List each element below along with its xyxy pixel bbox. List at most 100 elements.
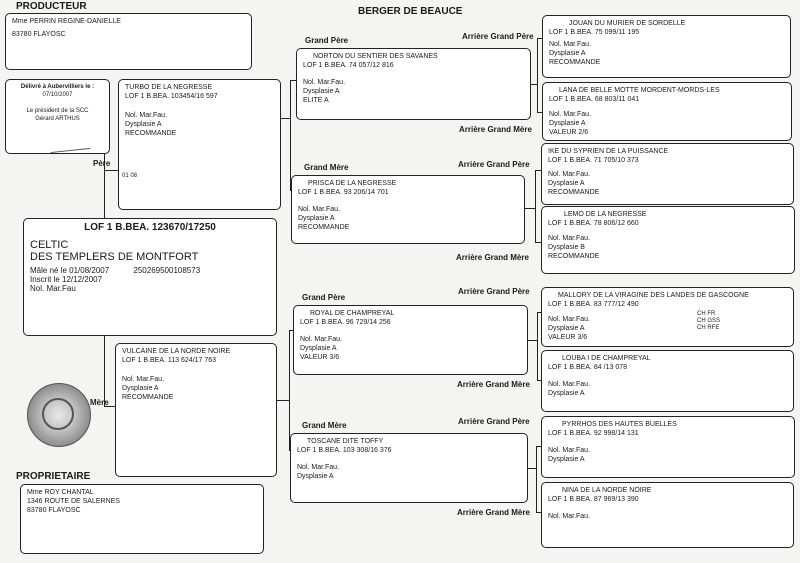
owner-name: Mme ROY CHANTAL — [27, 489, 94, 496]
ggp3-label: Arrière Grand Père — [458, 287, 530, 296]
page-title: BERGER DE BEAUCE — [358, 6, 463, 17]
gp-maternal-registration: LOF 1 B.BEA. 96 729/14 256 — [300, 319, 391, 326]
line-mother-tick — [104, 406, 116, 407]
ggp3-title1: CH FR — [697, 311, 716, 317]
ggm2-tests: Nol. Mar.Fau. — [548, 235, 591, 242]
ggm2-hips: Dysplasie B — [548, 244, 585, 251]
producer-name: Mme PERRIN REGINE-DANIELLE — [12, 18, 121, 25]
line-gm2-out — [528, 468, 536, 469]
gm-paternal-registration: LOF 1 B.BEA. 93 206/14 701 — [298, 189, 389, 196]
father-note: 01 08 — [122, 173, 138, 179]
line-father-split — [290, 80, 291, 190]
ggm1-registration: LOF 1 B.BEA. 68 803/11 041 — [549, 96, 640, 103]
line-mother-out — [277, 400, 289, 401]
line-gp1 — [290, 80, 296, 81]
ggm4-registration: LOF 1 B.BEA. 87 969/13 390 — [548, 496, 639, 503]
gp-paternal-tests: Nol. Mar.Fau. — [303, 79, 346, 86]
gp-maternal-hips: Dysplasie A — [300, 345, 337, 352]
gp-paternal-registration: LOF 1 B.BEA. 74 057/12 816 — [303, 62, 394, 69]
ggm1-tests: Nol. Mar.Fau. — [549, 111, 592, 118]
gm-maternal-name: TOSCANE DITE TOFFY — [307, 438, 384, 445]
ggp4-hips: Dysplasie A — [548, 456, 585, 463]
dog-chip: 250269500108573 — [133, 266, 201, 275]
ggm3-hips: Dysplasie A — [548, 390, 585, 397]
certificate-box: Délivré à Aubervilliers le : 07/10/2007 … — [5, 79, 110, 154]
mother-registration: LOF 1 B.BEA. 113 624/17 763 — [122, 357, 217, 364]
certificate-date: 07/10/2007 — [42, 92, 73, 98]
gp-maternal-name: ROYAL DE CHAMPREYAL — [310, 310, 395, 317]
ggp4-label: Arrière Grand Père — [458, 417, 530, 426]
gp1-label: Grand Père — [305, 36, 349, 45]
father-hips: Dysplasie A — [125, 121, 162, 128]
ggm3-box: LOUBA I DE CHAMPREYAL LOF 1 B.BEA. 84 /1… — [541, 350, 794, 412]
ggp1-name: JOUAN DU MURIER DE SORDELLE — [569, 20, 686, 27]
gp-paternal-hips: Dysplasie A — [303, 88, 340, 95]
club-seal-icon — [27, 383, 91, 447]
owner-address: 1346 ROUTE DE SALERNES — [27, 498, 120, 505]
dog-tests: Nol. Mar.Fau — [30, 284, 76, 293]
line-gm2-split — [536, 446, 537, 512]
ggp3-grade: VALEUR 3/6 — [548, 334, 588, 341]
gm-paternal-grade: RECOMMANDE — [298, 224, 350, 231]
father-label: Père — [93, 159, 111, 168]
owner-city: 83780 FLAYOSC — [27, 507, 81, 514]
producer-box: Mme PERRIN REGINE-DANIELLE 83780 FLAYOSC — [5, 13, 252, 70]
mother-name: VULCAINE DE LA NORDE NOIRE — [122, 348, 231, 355]
dog-name-line2: DES TEMPLERS DE MONTFORT — [30, 251, 199, 263]
line-ggp1 — [537, 38, 542, 39]
ggm2-name: LEMO DE LA NEGRESSE — [564, 211, 647, 218]
ggp2-registration: LOF 1 B.BEA. 71 705/10 373 — [548, 157, 639, 164]
ggp3-box: MALLORY DE LA VIRAGINE DES LANDES DE GAS… — [541, 287, 794, 347]
ggp4-box: PYRRHOS DES HAUTES BUELLES LOF 1 B.BEA. … — [541, 416, 795, 478]
ggp3-registration: LOF 1 B.BEA. 83 777/12 490 — [548, 301, 639, 308]
father-grade: RECOMMANDE — [125, 130, 177, 137]
dog-born: Mâle né le 01/08/2007 — [30, 266, 110, 275]
certificate-line2: Le président de la SCC — [26, 108, 89, 114]
line-mother-split — [289, 330, 290, 450]
producer-heading: PRODUCTEUR — [16, 1, 87, 12]
ggm1-hips: Dysplasie A — [549, 120, 586, 127]
ggp2-grade: RECOMMANDE — [548, 189, 600, 196]
certificate-line1: Délivré à Aubervilliers le : — [20, 84, 95, 90]
gp-maternal-grade: VALEUR 3/6 — [300, 354, 340, 361]
ggm4-name: NINA DE LA NORDE NOIRE — [562, 487, 652, 494]
ggp3-hips: Dysplasie A — [548, 325, 585, 332]
line-gm1-out — [525, 208, 535, 209]
ggm2-grade: RECOMMANDE — [548, 253, 600, 260]
line-gp2-out — [528, 340, 537, 341]
ggm1-name: LANA DE BELLE MOTTE MORDENT-MORDS-LES — [559, 87, 720, 94]
ggp4-name: PYRRHOS DES HAUTES BUELLES — [562, 421, 677, 428]
line-gp1-out — [531, 84, 537, 85]
ggm3-registration: LOF 1 B.BEA. 84 /13 078 — [548, 364, 627, 371]
mother-box: VULCAINE DE LA NORDE NOIRE LOF 1 B.BEA. … — [115, 343, 277, 477]
gp-maternal-tests: Nol. Mar.Fau. — [300, 336, 343, 343]
ggm3-label: Arrière Grand Mère — [457, 380, 530, 389]
ggp3-tests: Nol. Mar.Fau. — [548, 316, 591, 323]
ggp3-title2: CH GSS — [697, 318, 721, 324]
gp-paternal-grade: ELITE A — [303, 97, 329, 104]
gp-paternal-name: NORTON DU SENTIER DES SAVANES — [313, 53, 438, 60]
father-box: TURBO DE LA NEGRESSE LOF 1 B.BEA. 103454… — [118, 79, 281, 210]
gm-paternal-box: PRISCA DE LA NEGRESSE LOF 1 B.BEA. 93 20… — [291, 175, 525, 244]
producer-city: 83780 FLAYOSC — [12, 31, 66, 38]
line-gm1-split — [535, 170, 536, 242]
line-ggm3 — [537, 380, 541, 381]
ggp1-tests: Nol. Mar.Fau. — [549, 41, 592, 48]
certificate-signatory: Gérard ARTHUS — [35, 116, 80, 122]
father-tests: Nol. Mar.Fau. — [125, 112, 168, 119]
mother-label: Mère — [90, 398, 109, 407]
ggp1-grade: RECOMMANDE — [549, 59, 601, 66]
gp2-label: Grand Père — [302, 293, 346, 302]
dog-name-line1: CELTIC — [30, 239, 69, 251]
line-gp2-split — [537, 312, 538, 380]
line-ggp3 — [537, 312, 541, 313]
ggm1-box: LANA DE BELLE MOTTE MORDENT-MORDS-LES LO… — [542, 82, 792, 141]
gm-maternal-registration: LOF 1 B.BEA. 103 308/16 376 — [297, 447, 392, 454]
line-dog-father — [104, 154, 105, 218]
ggp4-registration: LOF 1 B.BEA. 92 998/14 131 — [548, 430, 639, 437]
ggp2-name: IKE DU SYPRIEN DE LA PUISSANCE — [548, 148, 669, 155]
line-ggm2 — [535, 242, 541, 243]
ggp1-box: JOUAN DU MURIER DE SORDELLE LOF 1 B.BEA.… — [542, 15, 791, 78]
line-ggm1 — [537, 112, 542, 113]
gm-paternal-tests: Nol. Mar.Fau. — [298, 206, 341, 213]
